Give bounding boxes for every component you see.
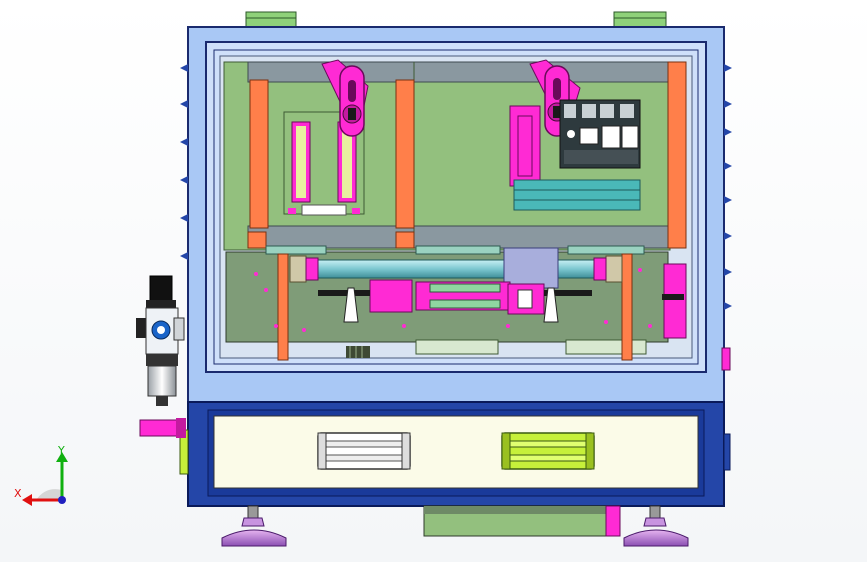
- relay-modules: [559, 99, 641, 169]
- side-latches-left: [180, 64, 188, 260]
- latch-handle-left[interactable]: [321, 59, 369, 137]
- lower-plate: [225, 245, 687, 361]
- drawer-handle-left[interactable]: [317, 432, 411, 470]
- side-latches-right: [724, 64, 732, 310]
- top-hinge-left: [245, 11, 297, 28]
- y-axis-label: Y: [57, 444, 65, 457]
- top-hinge-right: [613, 11, 667, 28]
- terminal-strip: [513, 179, 641, 211]
- drawer-handle-right[interactable]: [501, 432, 595, 470]
- base-cabinet: [179, 401, 731, 507]
- coordinate-triad: Y X: [14, 444, 68, 506]
- leveling-foot-right: [623, 505, 689, 547]
- magenta-connector-left: [139, 418, 186, 438]
- x-axis-label: X: [14, 487, 22, 500]
- bottom-conveyor: [423, 505, 621, 537]
- leveling-foot-left: [221, 505, 287, 547]
- magenta-block: [509, 105, 541, 187]
- air-filter-regulator: [136, 275, 185, 406]
